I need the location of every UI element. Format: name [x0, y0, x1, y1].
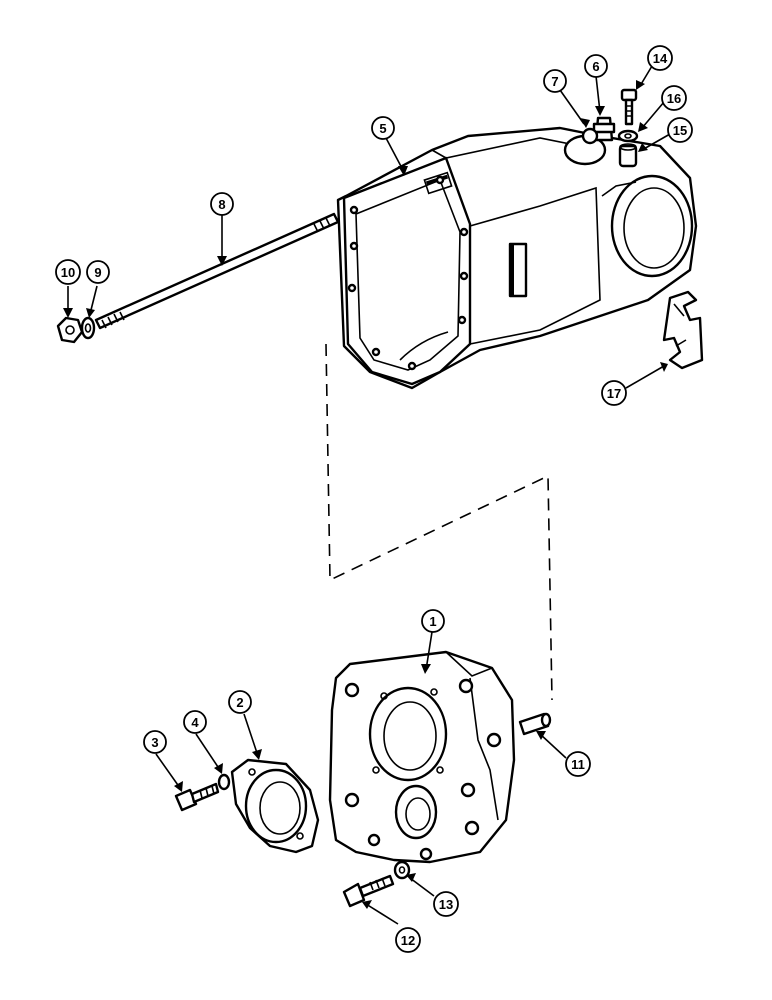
stud-part-8 [94, 212, 340, 330]
leader-lines [63, 65, 671, 925]
washer-part-9 [80, 316, 96, 340]
housing-part-5 [336, 126, 698, 390]
assembly-guide-line [325, 343, 553, 701]
svg-text:16: 16 [667, 91, 681, 106]
callout-16: 16 [661, 85, 687, 111]
callout-5: 5 [371, 116, 395, 140]
svg-text:3: 3 [151, 735, 158, 750]
svg-text:17: 17 [607, 386, 621, 401]
svg-text:11: 11 [571, 757, 585, 772]
plate-part-17 [662, 290, 704, 370]
svg-text:7: 7 [551, 74, 558, 89]
sleeve-part-15 [618, 143, 638, 168]
svg-text:4: 4 [191, 715, 199, 730]
callout-13: 13 [433, 891, 459, 917]
callout-6: 6 [584, 54, 608, 78]
callout-15: 15 [667, 117, 693, 143]
callout-17: 17 [601, 380, 627, 406]
callout-2: 2 [228, 690, 252, 714]
dowel-part-11 [518, 712, 552, 736]
callout-11: 11 [565, 751, 591, 777]
bolt-part-14 [620, 88, 638, 126]
washer-part-4 [217, 773, 231, 791]
svg-text:5: 5 [379, 121, 386, 136]
svg-text:1: 1 [429, 614, 436, 629]
svg-text:9: 9 [94, 265, 101, 280]
callout-10: 10 [55, 259, 81, 285]
svg-text:15: 15 [673, 123, 687, 138]
bolt-part-12 [342, 874, 395, 908]
washer-part-16 [617, 129, 639, 143]
callout-8: 8 [210, 192, 234, 216]
callout-14: 14 [647, 45, 673, 71]
callout-3: 3 [143, 730, 167, 754]
svg-text:8: 8 [218, 197, 225, 212]
retainer-part-2 [230, 758, 320, 854]
svg-text:6: 6 [592, 59, 599, 74]
svg-text:14: 14 [653, 51, 668, 66]
washer-part-13 [393, 860, 411, 880]
nut-part-10 [56, 316, 84, 344]
svg-text:12: 12 [401, 933, 415, 948]
bolt-part-3 [174, 782, 220, 812]
svg-text:13: 13 [439, 897, 453, 912]
callout-9: 9 [86, 260, 110, 284]
callout-1: 1 [421, 609, 445, 633]
callout-7: 7 [543, 69, 567, 93]
cover-part-1 [328, 650, 516, 864]
svg-text:2: 2 [236, 695, 243, 710]
callout-4: 4 [183, 710, 207, 734]
callout-12: 12 [395, 927, 421, 953]
fitting-part-7 [581, 127, 599, 145]
svg-text:10: 10 [61, 265, 75, 280]
